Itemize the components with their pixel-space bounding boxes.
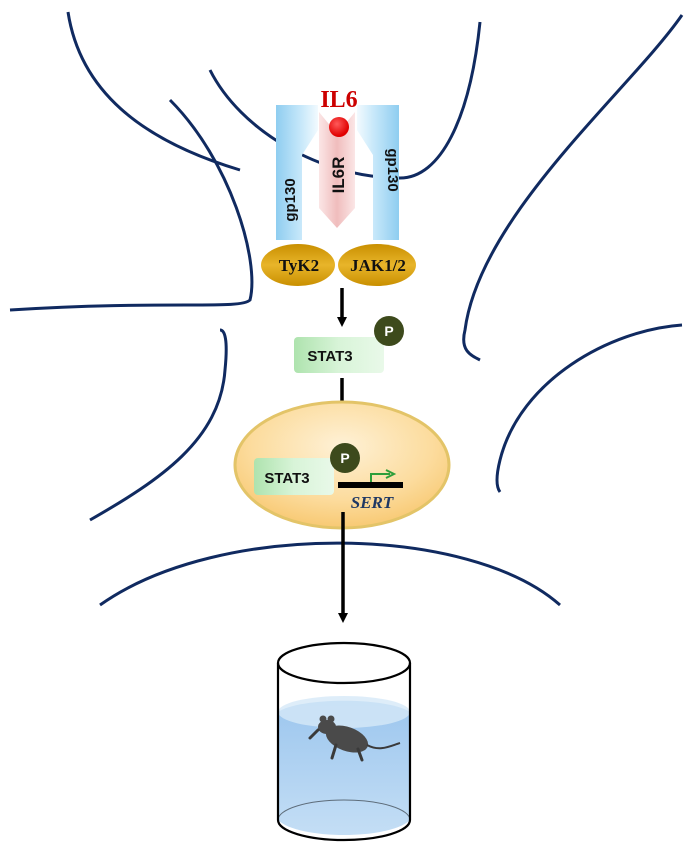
tyk2-label: TyK2 xyxy=(279,256,319,275)
membrane-curve-right-upper xyxy=(462,14,684,362)
nucleus: STAT3 P SERT xyxy=(233,400,451,530)
membrane-curve-across-receptor xyxy=(208,21,482,180)
phospho-nuclear-icon xyxy=(330,443,360,473)
membrane-curve-top-left xyxy=(66,11,241,172)
jak-label: JAK1/2 xyxy=(350,256,406,275)
water xyxy=(278,700,410,835)
stat3-nuclear xyxy=(254,458,334,495)
tyk2-kinase: TyK2 xyxy=(261,244,335,286)
membrane-curve-left xyxy=(9,98,254,312)
sert-gene-bar xyxy=(338,482,403,488)
gp130-right-receptor: gp130 xyxy=(357,105,401,240)
membrane-curve-bottom xyxy=(99,541,561,607)
gp130-left-receptor: gp130 xyxy=(276,105,318,240)
il6-ligand: IL6 xyxy=(320,87,358,137)
il6-label: IL6 xyxy=(320,87,357,113)
membrane-curve-left-lower xyxy=(89,328,228,522)
membrane-curve-right-lower xyxy=(495,323,683,493)
gp130-right-label: gp130 xyxy=(384,148,401,191)
cell-membranes xyxy=(9,11,684,607)
il6-ligand-icon xyxy=(329,117,349,137)
green-bent-arrow-icon xyxy=(370,473,390,483)
phospho-nuclear-label: P xyxy=(340,450,349,466)
phospho-cytoplasmic-icon xyxy=(374,316,404,346)
il6r-label: IL6R xyxy=(329,157,348,194)
mouse-in-water-cylinder-icon xyxy=(276,641,412,842)
sert-gene-label: SERT xyxy=(351,493,394,512)
gp130-left-label: gp130 xyxy=(282,178,299,221)
phospho-cytoplasmic-label: P xyxy=(384,323,393,339)
stat3-nuclear-label: STAT3 xyxy=(264,470,309,487)
mouse-icon xyxy=(308,715,401,762)
stat3-cytoplasmic: STAT3 P xyxy=(294,316,404,373)
water-surface xyxy=(278,696,410,728)
il6r-receptor: IL6R xyxy=(319,112,355,228)
stat3-cytoplasmic-label: STAT3 xyxy=(307,348,352,365)
jak-kinase: JAK1/2 xyxy=(338,244,416,286)
